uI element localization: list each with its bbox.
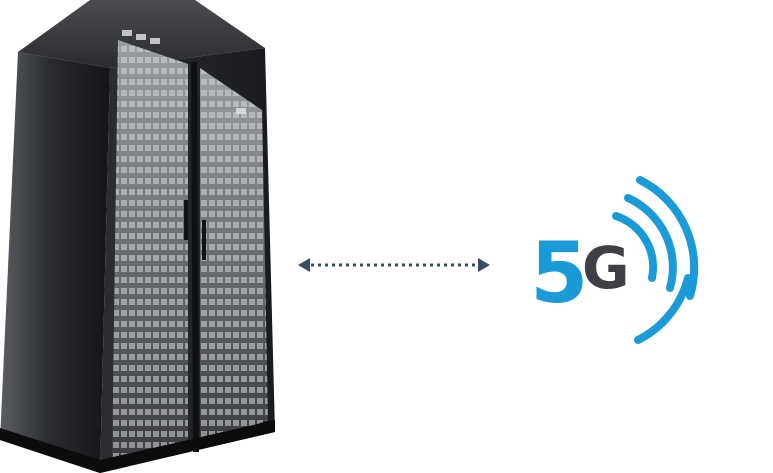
arrow-head-right-icon (478, 258, 490, 272)
5g-signal-icon: 5 G (530, 176, 699, 344)
rack-door-left (112, 40, 188, 460)
signal-waves-icon (612, 176, 699, 344)
arrow-head-left-icon (298, 258, 310, 272)
server-rack-icon (0, 0, 275, 473)
logo-letter-g: G (582, 234, 630, 302)
bidirectional-link-arrow (298, 258, 490, 272)
rack-door-right (200, 68, 268, 446)
logo-digit-5: 5 (530, 224, 588, 322)
